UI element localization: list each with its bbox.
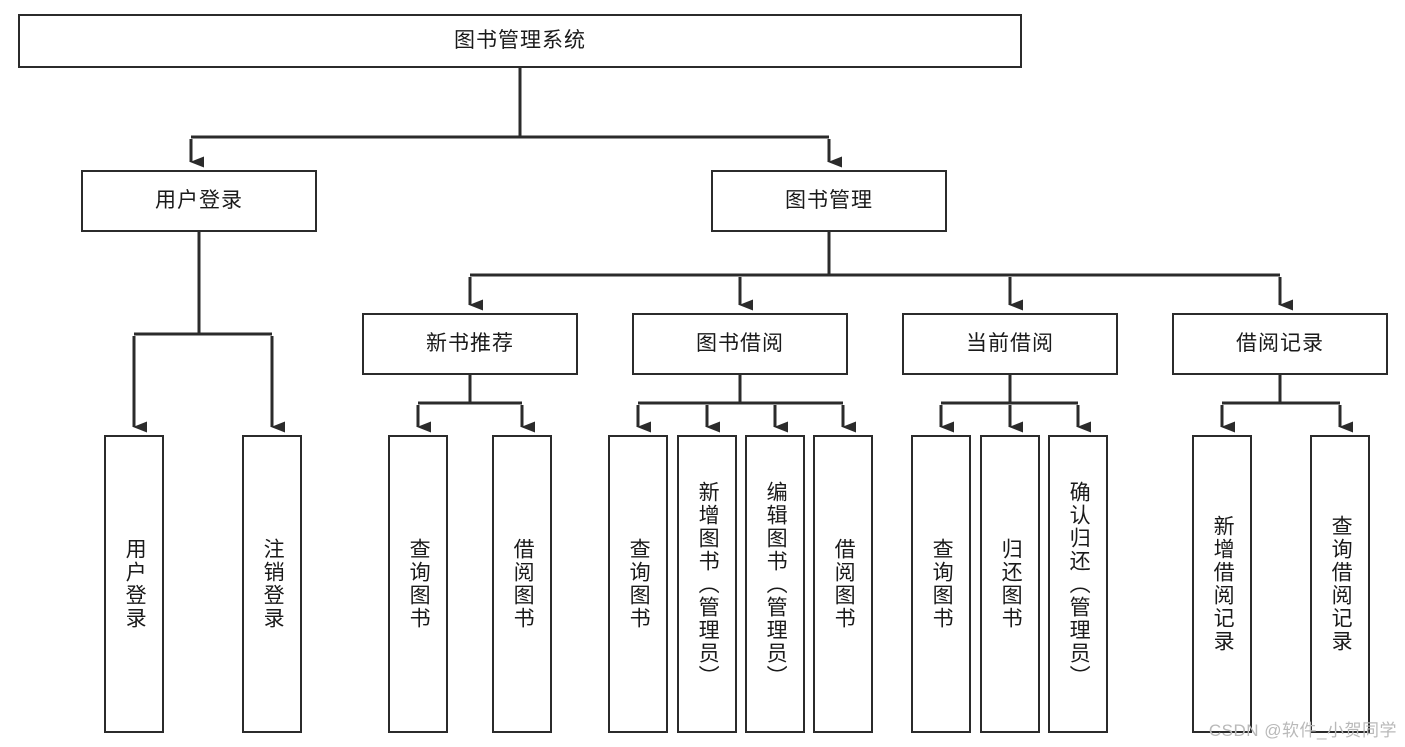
- node-leaf-label: 借阅图书: [511, 538, 535, 630]
- node-leaf-query-book-borrow[interactable]: 查询图书: [608, 435, 668, 733]
- node-leaf-logout[interactable]: 注销登录: [242, 435, 302, 733]
- node-leaf-label: 编辑图书（管理员）: [764, 480, 788, 688]
- node-new-book-recommend-label: 新书推荐: [426, 332, 514, 356]
- node-leaf-label: 查询图书: [407, 538, 431, 630]
- node-borrow-record-label: 借阅记录: [1236, 332, 1324, 356]
- node-leaf-query-book-current[interactable]: 查询图书: [911, 435, 971, 733]
- node-leaf-user-login[interactable]: 用户登录: [104, 435, 164, 733]
- node-book-manage-label: 图书管理: [785, 189, 873, 213]
- node-leaf-confirm-return-admin[interactable]: 确认归还（管理员）: [1048, 435, 1108, 733]
- node-leaf-label: 确认归还（管理员）: [1067, 480, 1091, 688]
- node-user-login-label: 用户登录: [155, 189, 243, 213]
- node-new-book-recommend[interactable]: 新书推荐: [362, 313, 578, 375]
- node-current-borrow-label: 当前借阅: [966, 332, 1054, 356]
- node-leaf-query-book-recommend[interactable]: 查询图书: [388, 435, 448, 733]
- node-leaf-label: 用户登录: [123, 538, 147, 630]
- node-leaf-label: 查询借阅记录: [1329, 515, 1353, 653]
- node-leaf-return-book[interactable]: 归还图书: [980, 435, 1040, 733]
- node-leaf-edit-book-admin[interactable]: 编辑图书（管理员）: [745, 435, 805, 733]
- node-book-borrow-label: 图书借阅: [696, 332, 784, 356]
- node-current-borrow[interactable]: 当前借阅: [902, 313, 1118, 375]
- node-root[interactable]: 图书管理系统: [18, 14, 1022, 68]
- node-leaf-label: 注销登录: [261, 538, 285, 630]
- node-leaf-label: 新增借阅记录: [1211, 515, 1235, 653]
- node-leaf-query-borrow-record[interactable]: 查询借阅记录: [1310, 435, 1370, 733]
- node-leaf-label: 借阅图书: [832, 538, 856, 630]
- node-book-borrow[interactable]: 图书借阅: [632, 313, 848, 375]
- node-leaf-label: 新增图书（管理员）: [696, 480, 720, 688]
- node-leaf-label: 查询图书: [627, 538, 651, 630]
- node-leaf-label: 查询图书: [930, 538, 954, 630]
- node-leaf-add-borrow-record[interactable]: 新增借阅记录: [1192, 435, 1252, 733]
- node-leaf-label: 归还图书: [999, 538, 1023, 630]
- node-root-label: 图书管理系统: [454, 29, 586, 53]
- node-leaf-add-book-admin[interactable]: 新增图书（管理员）: [677, 435, 737, 733]
- watermark: CSDN @软件_小贺同学: [1208, 721, 1397, 740]
- node-user-login[interactable]: 用户登录: [81, 170, 317, 232]
- node-leaf-borrow-book[interactable]: 借阅图书: [813, 435, 873, 733]
- node-book-manage[interactable]: 图书管理: [711, 170, 947, 232]
- node-leaf-borrow-book-recommend[interactable]: 借阅图书: [492, 435, 552, 733]
- node-borrow-record[interactable]: 借阅记录: [1172, 313, 1388, 375]
